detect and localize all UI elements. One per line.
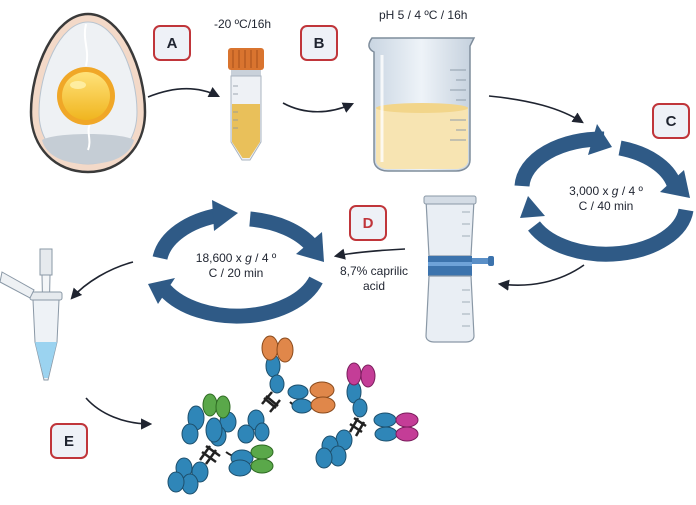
pipette-tube-icon xyxy=(0,248,63,381)
conical-tube-icon xyxy=(228,48,264,161)
centrifuge-cycle-d xyxy=(148,200,324,324)
centrifuge-c-label: 3,000 x g / 4 º C / 40 min xyxy=(556,184,656,214)
centrifuge-c-temp: / 4 º xyxy=(618,184,643,198)
centrifuge-d-speed: 18,600 x xyxy=(195,251,246,265)
centrifuge-d-time: C / 20 min xyxy=(208,266,264,280)
freeze-condition-label: -20 ºC/16h xyxy=(214,17,272,31)
caprylic-acid-label: 8,7% caprilic acid xyxy=(336,264,412,294)
caprylic-line-2: acid xyxy=(362,279,385,293)
antibody-icon xyxy=(167,335,419,495)
centrifuge-c-speed: 3,000 x xyxy=(569,184,612,198)
arrow-to-filter xyxy=(497,264,585,291)
ph-condition-label: pH 5 / 4 ºC / 16h xyxy=(379,8,468,22)
step-e-badge: E xyxy=(50,423,88,459)
arrow-to-pipette xyxy=(70,261,134,300)
centrifuge-c-time: C / 40 min xyxy=(578,199,634,213)
beaker-icon xyxy=(368,37,476,172)
caprylic-line-1: 8,7% caprilic xyxy=(339,264,409,278)
centrifuge-d-label: 18,600 x g / 4 º C / 20 min xyxy=(183,251,289,281)
step-d-badge: D xyxy=(349,205,387,241)
egg-icon xyxy=(29,12,147,174)
arrow-b xyxy=(282,102,355,113)
centrifuge-d-temp: / 4 º xyxy=(251,251,277,265)
arrow-a xyxy=(147,86,221,98)
filter-unit-icon xyxy=(423,195,494,343)
arrow-d xyxy=(333,248,406,260)
arrow-to-c xyxy=(488,95,584,124)
centrifuge-c-g: g xyxy=(611,184,619,198)
step-c-badge: C xyxy=(652,103,690,139)
arrow-e xyxy=(85,397,153,430)
centrifuge-cycle-c xyxy=(514,124,694,262)
centrifuge-d-g: g xyxy=(245,251,252,265)
step-b-badge: B xyxy=(300,25,338,61)
step-a-badge: A xyxy=(153,25,191,61)
